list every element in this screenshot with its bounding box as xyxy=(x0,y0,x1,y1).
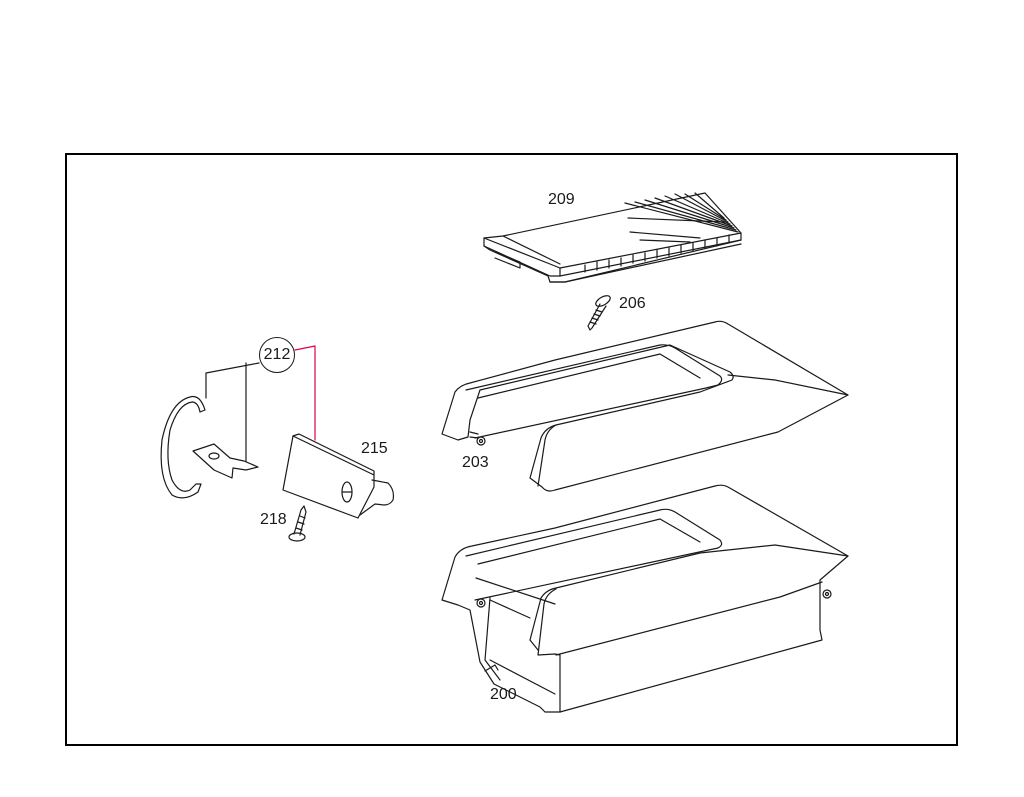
part-label-218: 218 xyxy=(260,511,287,528)
part-212-key[interactable] xyxy=(192,443,259,479)
part-label-212-circled: 212 xyxy=(259,337,295,373)
part-200-storage-compartment[interactable] xyxy=(441,484,849,713)
part-218-screw[interactable] xyxy=(288,505,307,542)
part-203-armrest-lid[interactable] xyxy=(441,320,849,492)
part-209-roller-cover[interactable] xyxy=(483,192,742,283)
part-label-200: 200 xyxy=(490,686,517,703)
part-212-leader-lines xyxy=(205,345,316,463)
part-label-215: 215 xyxy=(361,440,388,457)
part-206-screw[interactable] xyxy=(587,294,612,331)
part-215-lock-housing[interactable] xyxy=(282,433,395,519)
part-212-key-ring[interactable] xyxy=(160,395,206,499)
part-label-206: 206 xyxy=(619,295,646,312)
part-label-209: 209 xyxy=(548,191,575,208)
part-label-203: 203 xyxy=(462,454,489,471)
diagram-frame xyxy=(65,153,958,746)
